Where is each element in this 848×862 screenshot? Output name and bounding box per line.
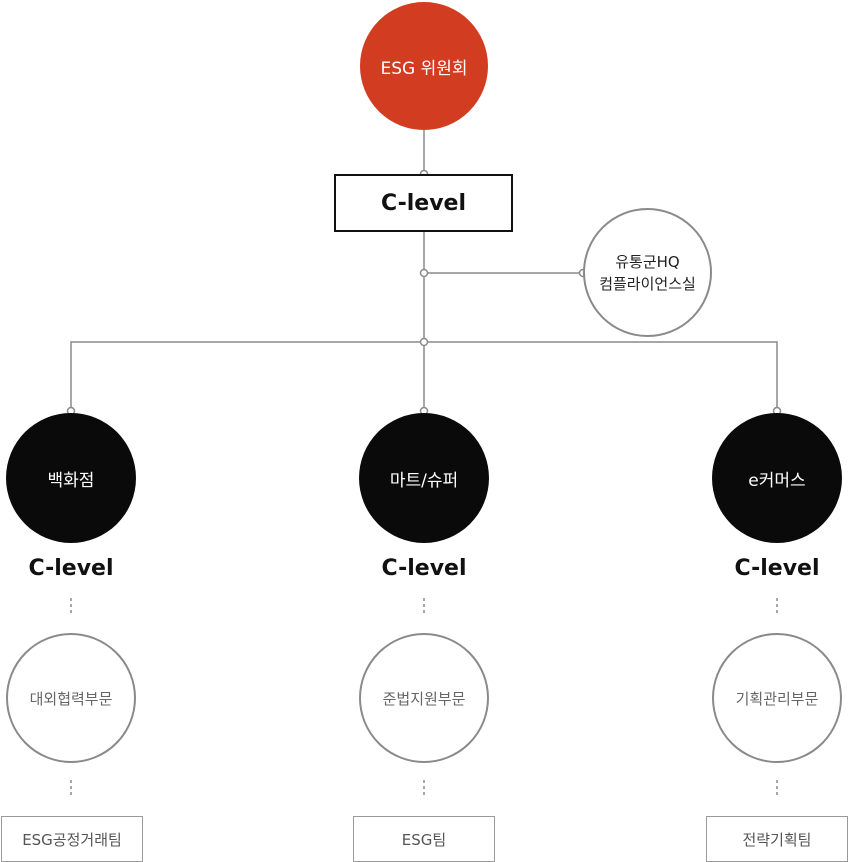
division-clevel-label: C-level bbox=[381, 556, 467, 581]
department-node: 준법지원부문 bbox=[359, 633, 489, 763]
division-node-department-store: 백화점 bbox=[6, 413, 136, 543]
esg-committee-node: ESG 위원회 bbox=[360, 2, 488, 130]
division-node-ecommerce: e커머스 bbox=[712, 413, 842, 543]
team-box: ESG공정거래팀 bbox=[1, 816, 143, 862]
division-label: 백화점 bbox=[47, 470, 95, 491]
division-node-mart-super: 마트/슈퍼 bbox=[359, 413, 489, 543]
department-label: 준법지원부문 bbox=[382, 689, 466, 708]
department-label: 기획관리부문 bbox=[735, 689, 819, 708]
connector-dot bbox=[419, 268, 429, 278]
division-label: e커머스 bbox=[748, 470, 806, 491]
team-box: 전략기획팀 bbox=[706, 816, 848, 862]
team-label: ESG팀 bbox=[401, 830, 447, 849]
department-node: 대외협력부문 bbox=[6, 633, 136, 763]
team-label: 전략기획팀 bbox=[742, 830, 812, 849]
compliance-line1: 유통군HQ bbox=[615, 252, 680, 271]
top-clevel-label: C-level bbox=[380, 190, 467, 216]
division-label: 마트/슈퍼 bbox=[389, 470, 459, 491]
team-label: ESG공정거래팀 bbox=[22, 830, 122, 849]
connector-dot bbox=[419, 337, 429, 347]
department-label: 대외협력부문 bbox=[29, 689, 113, 708]
compliance-line2: 컴플라이언스실 bbox=[599, 274, 696, 293]
team-box: ESG팀 bbox=[353, 816, 495, 862]
division-clevel-label: C-level bbox=[734, 556, 820, 581]
top-clevel-box: C-level bbox=[334, 174, 513, 232]
department-node: 기획관리부문 bbox=[712, 633, 842, 763]
esg-committee-label: ESG 위원회 bbox=[380, 58, 468, 79]
compliance-node: 유통군HQ 컴플라이언스실 bbox=[583, 208, 712, 337]
division-clevel-label: C-level bbox=[28, 556, 114, 581]
